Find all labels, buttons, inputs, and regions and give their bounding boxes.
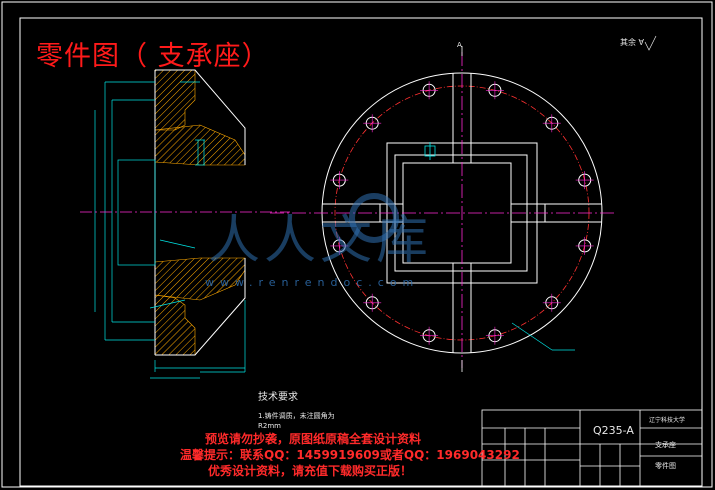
section-outline-bottom — [155, 258, 246, 356]
title-block-drawing-type: 零件图 — [655, 462, 676, 470]
bolt-holes — [330, 81, 594, 345]
notice-line-2: 温馨提示：联系QQ：1459919609或者QQ：1969043292 — [180, 448, 520, 462]
section-mark: A — [457, 41, 462, 49]
watermark-logo-icon — [349, 193, 399, 243]
plan-view — [270, 46, 615, 372]
section-view — [80, 69, 290, 379]
top-boss-hatch — [154, 69, 196, 131]
bottom-boss-hatch — [154, 294, 196, 356]
title-block-school: 辽宁科技大学 — [649, 417, 686, 424]
roughness-note: 其余 ∀ — [620, 38, 645, 47]
page-title: 零件图（ 支承座） — [36, 41, 270, 72]
upper-flange-hatch — [154, 124, 246, 166]
tech-requirements-heading: 技术要求 — [258, 392, 298, 403]
notice-line-1: 预览请勿抄袭，原图纸原稿全套设计资料 — [205, 432, 422, 446]
title-block — [481, 409, 703, 487]
tech-requirements-line-2: R2mm — [258, 422, 281, 430]
title-block-material: Q235-A — [593, 424, 634, 437]
notice-line-3: 优秀设计资料，请充值下载购买正版！ — [208, 464, 413, 478]
bore-outline — [117, 159, 156, 266]
watermark-url: www.renrendoc.com — [205, 276, 420, 289]
tech-requirements-line-1: 1.铸件调质，未注圆角为 — [258, 412, 335, 420]
inner-frame — [19, 17, 703, 487]
section-outline-top — [155, 69, 246, 165]
title-block-part-name: 支承座 — [655, 441, 676, 449]
watermark-brand: 人人文库 — [208, 211, 433, 271]
